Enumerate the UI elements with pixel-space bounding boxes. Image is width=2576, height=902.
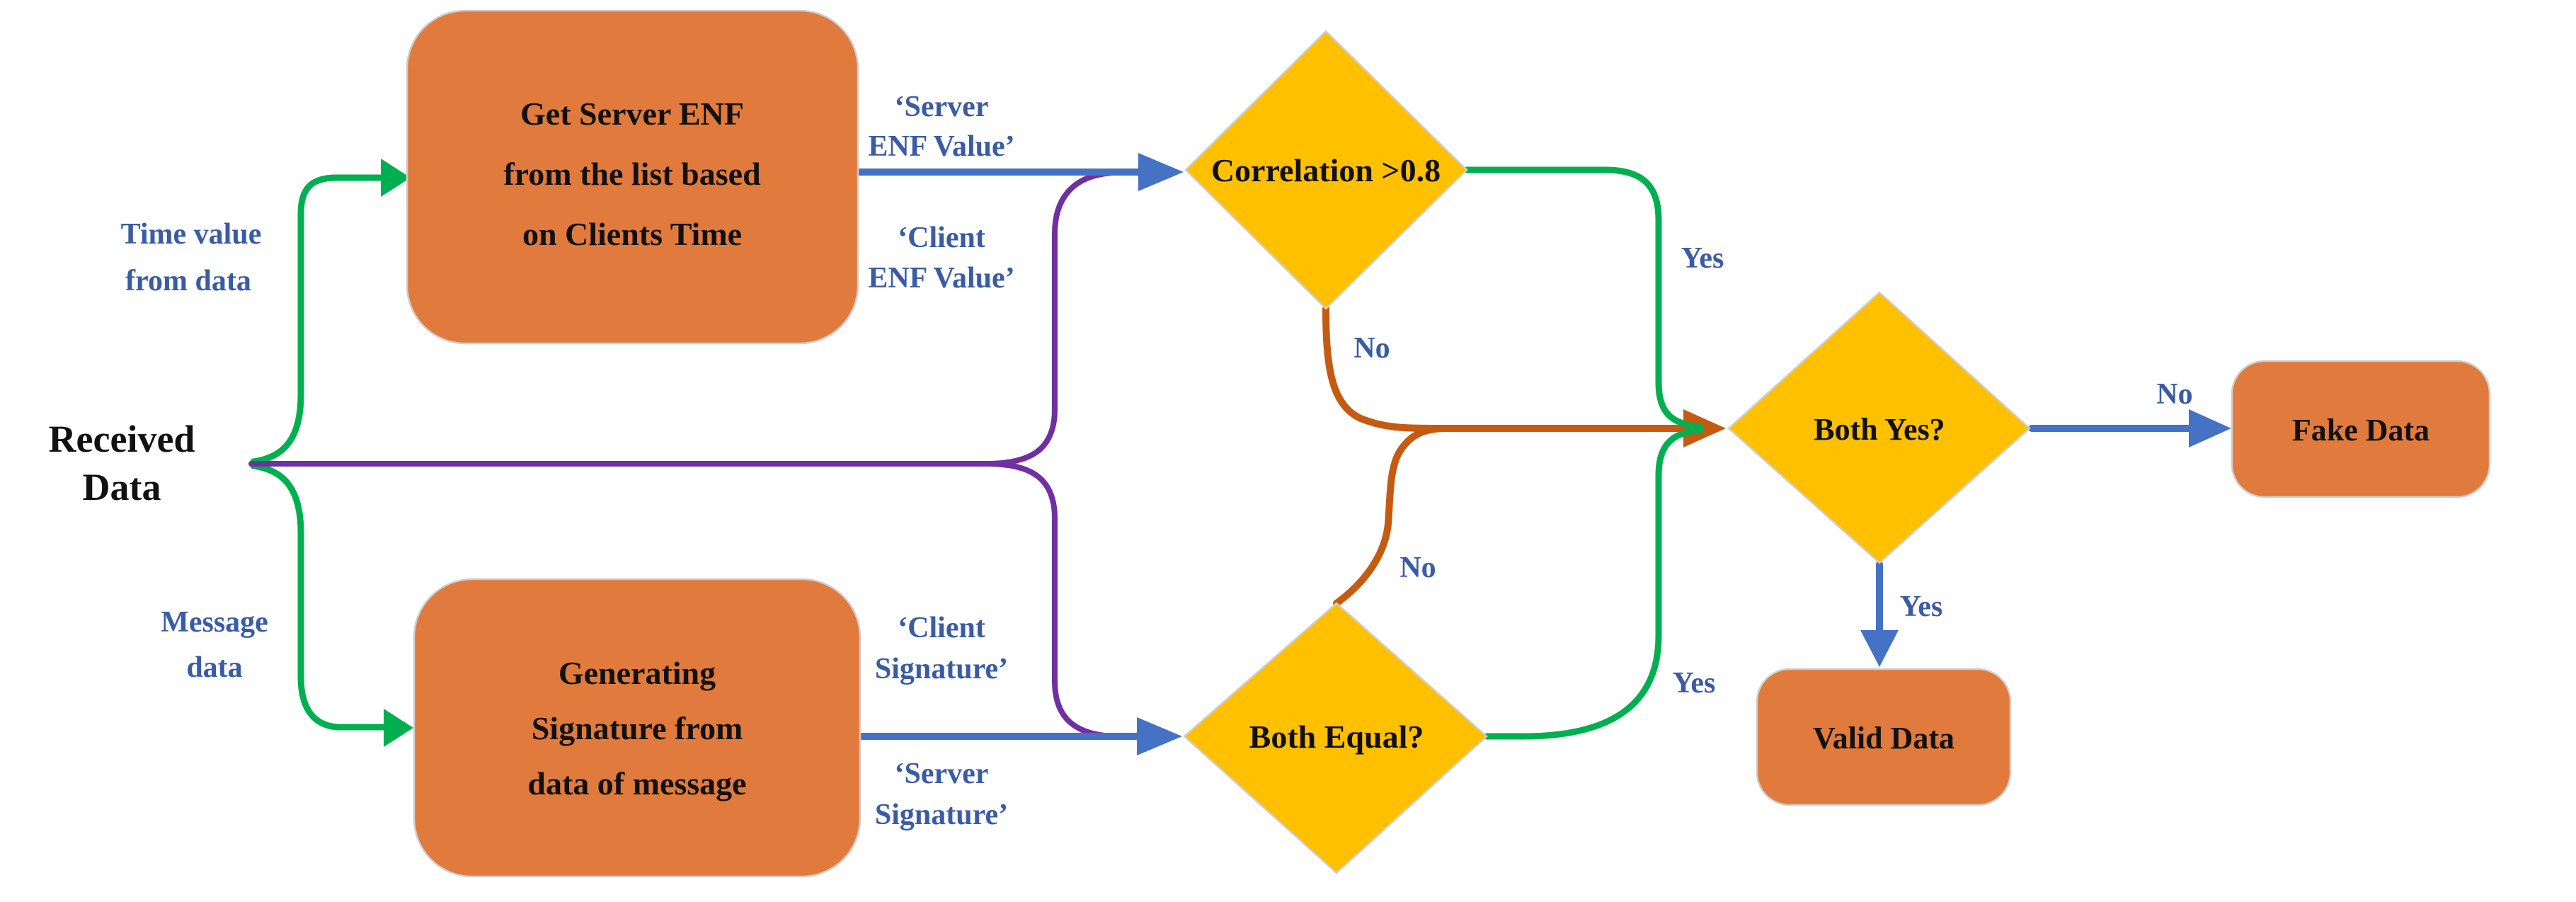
time-value-label-line2: from data [125, 265, 251, 297]
edge-bothyes-yes-arrowhead-icon [1860, 630, 1899, 667]
server-sig-label-line1: ‘Server [895, 758, 989, 790]
both-equal-no-label: No [1399, 552, 1436, 584]
get-server-enf-text-line2: from the list based [503, 156, 761, 192]
both-yes-no-label: No [2156, 378, 2192, 411]
message-data-label-line2: data [186, 651, 242, 684]
edge-client-sig-branch [983, 461, 1145, 739]
edge-no-merge-arrowhead-icon [1683, 409, 1726, 447]
fake-data-box [2231, 360, 2491, 498]
correlation-diamond-label: Correlation >0.8 [1211, 152, 1441, 188]
both-yes-yes-label: Yes [1900, 590, 1943, 623]
edge-time-value-arrowhead-icon [381, 159, 411, 197]
edge-corr-no-line [1322, 305, 1433, 432]
both-equal-diamond [1183, 602, 1488, 874]
received-data-label-line2: Data [83, 466, 161, 508]
edge-bothyes-no-arrowhead-icon [2189, 409, 2231, 447]
get-server-enf-text-line3: on Clients Time [522, 216, 742, 252]
fake-data-label: Fake Data [2292, 413, 2429, 447]
both-yes-diamond [1727, 291, 2031, 564]
get-server-enf-text-line1: Get Server ENF [520, 96, 744, 132]
generating-signature-text-line3: data of message [527, 765, 746, 801]
correlation-no-label: No [1353, 332, 1390, 365]
generating-signature-box [413, 578, 861, 878]
edge-equal-no-line [1333, 425, 1448, 607]
client-sig-label-line2: Signature’ [875, 653, 1008, 685]
edge-time-value-line [250, 174, 386, 465]
get-server-enf-box [406, 9, 859, 345]
generating-signature-text-line1: Generating [559, 655, 716, 691]
both-equal-yes-label: Yes [1673, 667, 1716, 700]
generating-signature-text-line2: Signature from [532, 710, 743, 746]
edge-server-sig-arrowhead-icon [1137, 717, 1182, 755]
received-data-label-line1: Received [49, 418, 195, 460]
both-equal-diamond-label: Both Equal? [1249, 719, 1424, 755]
client-enf-label-line1: ‘Client [898, 222, 985, 254]
time-value-label-line1: Time value [121, 218, 262, 251]
server-enf-label-line1: ‘Server [895, 91, 989, 123]
server-sig-label-line2: Signature’ [875, 799, 1008, 831]
edge-server-enf-arrowhead-icon [1138, 153, 1184, 191]
client-sig-label-line1: ‘Client [898, 612, 985, 644]
edge-equal-yes-line [1483, 426, 1704, 740]
edge-message-data-line [250, 462, 389, 731]
edge-corr-yes-line [1463, 166, 1704, 430]
server-enf-label-line2: ENF Value’ [868, 130, 1014, 163]
valid-data-label: Valid Data [1813, 721, 1954, 755]
both-yes-diamond-label: Both Yes? [1814, 412, 1945, 447]
client-enf-label-line2: ENF Value’ [868, 262, 1014, 295]
correlation-diamond [1184, 30, 1468, 310]
correlation-yes-label: Yes [1681, 242, 1724, 275]
message-data-label-line1: Message [161, 606, 268, 639]
edge-message-data-arrowhead-icon [384, 709, 413, 747]
valid-data-box [1756, 668, 2012, 806]
edge-client-enf-branch [983, 169, 1145, 467]
